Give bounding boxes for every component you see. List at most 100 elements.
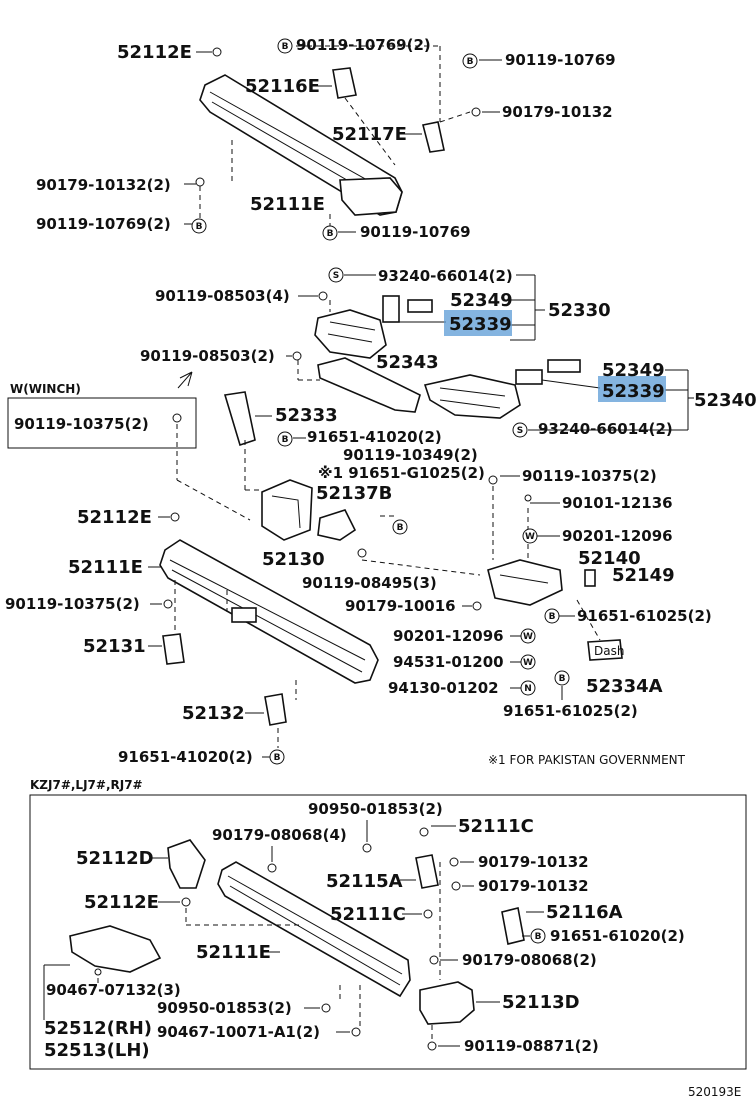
label-52117E: 52117E — [332, 124, 407, 145]
label-52115A: 52115A — [326, 871, 403, 892]
svg-text:B: B — [467, 57, 474, 67]
label-52112E-box: 52112E — [84, 892, 159, 913]
label-90119-10349-2: 90119-10349(2) — [343, 446, 478, 464]
label-52111C: 52111C — [458, 816, 534, 837]
label-52111E: 52111E — [250, 194, 325, 215]
label-52112E-mid: 52112E — [77, 507, 152, 528]
label-52349-b: 52349 — [602, 360, 665, 381]
badge-s: S — [328, 267, 344, 283]
svg-text:W: W — [525, 532, 535, 542]
direction-arrow — [177, 371, 193, 389]
label-52140: 52140 — [578, 548, 641, 569]
badge-b: B — [191, 218, 207, 234]
label-52339: 52339 — [449, 314, 512, 335]
winch-box — [7, 397, 197, 449]
badge-b: B — [392, 519, 408, 535]
label-52111E-mid: 52111E — [68, 557, 143, 578]
bottom-leader-lines — [43, 820, 544, 1047]
label-90119-08871-2: 90119-08871(2) — [464, 1037, 599, 1055]
badge-b: B — [322, 225, 338, 241]
label-90950-01853-2: 90950-01853(2) — [308, 800, 443, 818]
badge-b: B — [462, 53, 478, 69]
label-90179-08068-2: 90179-08068(2) — [462, 951, 597, 969]
label-52113D: 52113D — [502, 992, 580, 1013]
label-90179-08068-4: 90179-08068(4) — [212, 826, 347, 844]
label-91651-41020-2-bottom: 91651-41020(2) — [118, 748, 253, 766]
badge-b: B — [269, 749, 285, 765]
label-90179-10132-box-a: 90179-10132 — [478, 853, 589, 871]
label-91651-41020-2: 91651-41020(2) — [307, 428, 442, 446]
label-52112D: 52112D — [76, 848, 154, 869]
label-52116A: 52116A — [546, 902, 623, 923]
label-52111E-box: 52111E — [196, 942, 271, 963]
label-91651-61025-2-b: 91651-61025(2) — [503, 702, 638, 720]
label-90179-10016: 90179-10016 — [345, 597, 456, 615]
svg-text:B: B — [282, 42, 289, 52]
diagram-reference-code: 520193E — [688, 1085, 741, 1099]
label-91651-G1025-2: ※1 91651-G1025(2) — [318, 464, 485, 482]
label-52132: 52132 — [182, 703, 245, 724]
badge-w: W — [520, 628, 536, 644]
svg-text:S: S — [517, 426, 523, 436]
svg-text:B: B — [549, 612, 556, 622]
label-90201-12096-b: 90201-12096 — [393, 627, 504, 645]
label-52513-LH: 52513(LH) — [44, 1040, 150, 1061]
label-52116E: 52116E — [245, 76, 320, 97]
badge-b: B — [544, 608, 560, 624]
label-52343: 52343 — [376, 352, 439, 373]
label-90950-01853-2-bottom: 90950-01853(2) — [157, 999, 292, 1017]
label-52330: 52330 — [548, 300, 611, 321]
highlight-52339-a — [444, 310, 512, 336]
badge-w: W — [520, 654, 536, 670]
label-90119-10769-2-left: 90119-10769(2) — [36, 215, 171, 233]
label-94531-01200: 94531-01200 — [393, 653, 504, 671]
label-52111C-b: 52111C — [330, 904, 406, 925]
svg-text:B: B — [282, 435, 289, 445]
label-94130-01202: 94130-01202 — [388, 679, 499, 697]
label-90119-08495-3: 90119-08495(3) — [302, 574, 437, 592]
label-52149: 52149 — [612, 565, 675, 586]
bottom-assembly — [69, 827, 525, 1051]
svg-text:W: W — [523, 658, 533, 668]
svg-text:B: B — [397, 523, 404, 533]
mid-assembly — [159, 291, 623, 726]
label-90467-10071-A1-2: 90467-10071-A1(2) — [157, 1023, 320, 1041]
badge-s: S — [512, 422, 528, 438]
label-93240-66014-2: 93240-66014(2) — [378, 267, 513, 285]
label-52334A: 52334A — [586, 676, 663, 697]
label-90179-10132: 90179-10132 — [502, 103, 613, 121]
model-variant-box — [29, 794, 747, 1070]
label-52131: 52131 — [83, 636, 146, 657]
label-90119-10769: 90119-10769 — [505, 51, 616, 69]
label-52112E: 52112E — [117, 42, 192, 63]
pakistan-note: ※1 FOR PAKISTAN GOVERNMENT — [488, 753, 686, 767]
label-52137B: 52137B — [316, 483, 392, 504]
label-90119-10375-2-winch: 90119-10375(2) — [14, 415, 149, 433]
badge-b: B — [277, 38, 293, 54]
highlight-52339-b — [598, 376, 666, 402]
model-header: KZJ7#,LJ7#,RJ7# — [30, 778, 143, 792]
label-90119-10769-bottom: 90119-10769 — [360, 223, 471, 241]
badge-b: B — [530, 928, 546, 944]
dash-plate-label: Dash — [594, 644, 624, 658]
svg-text:B: B — [559, 674, 566, 684]
label-90119-10375-2-left: 90119-10375(2) — [5, 595, 140, 613]
top-bumper-assembly — [195, 47, 481, 216]
label-90179-10132-box-b: 90179-10132 — [478, 877, 589, 895]
label-91651-61025-2: 91651-61025(2) — [577, 607, 712, 625]
svg-text:N: N — [524, 684, 532, 694]
svg-text:S: S — [333, 271, 339, 281]
svg-text:W: W — [523, 632, 533, 642]
svg-text:B: B — [535, 932, 542, 942]
badge-w: W — [522, 528, 538, 544]
label-90467-07132-3: 90467-07132(3) — [46, 981, 181, 999]
label-90179-10132-2: 90179-10132(2) — [36, 176, 171, 194]
label-52333: 52333 — [275, 405, 338, 426]
svg-text:B: B — [327, 229, 334, 239]
label-91651-61020-2: 91651-61020(2) — [550, 927, 685, 945]
badge-b: B — [277, 431, 293, 447]
label-90101-12136: 90101-12136 — [562, 494, 673, 512]
label-90119-08503-4: 90119-08503(4) — [155, 287, 290, 305]
